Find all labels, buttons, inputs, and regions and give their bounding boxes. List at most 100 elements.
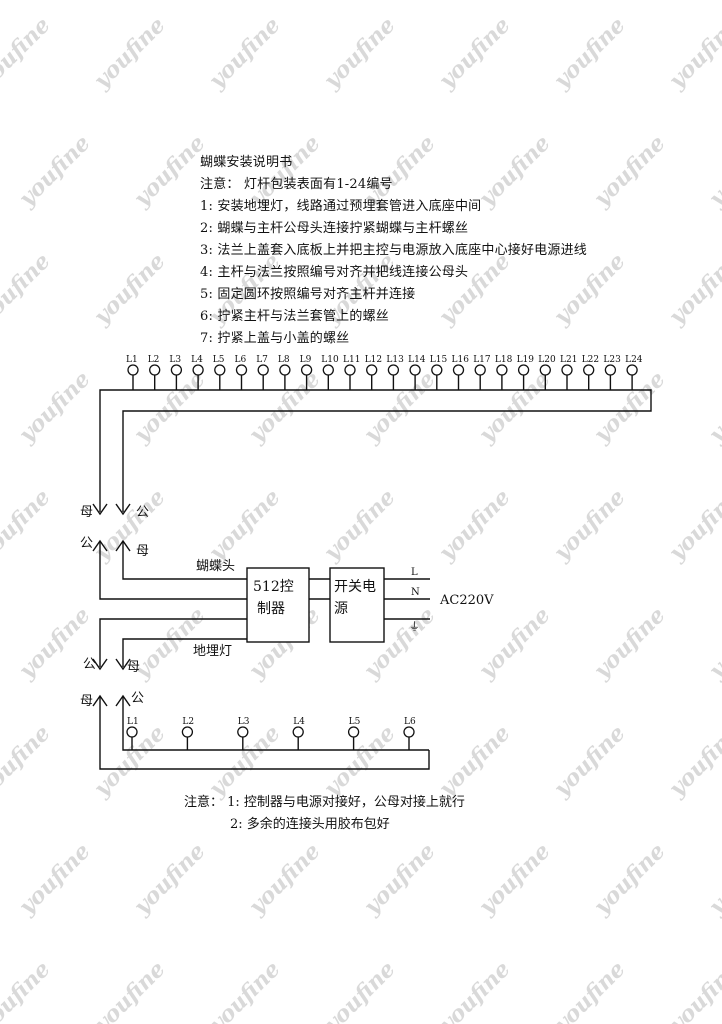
terminal-connector (237, 726, 249, 738)
terminal-connector (387, 364, 400, 376)
connector-label: 母 (80, 694, 93, 709)
terminal-label: L4 (191, 355, 203, 365)
terminal-label: L24 (625, 355, 643, 365)
connector-label: 公 (131, 691, 144, 706)
terminal-connector (214, 364, 226, 376)
instruction-step: 7: 拧紧上盖与小盖的螺丝 (200, 331, 350, 346)
terminal-connector (235, 364, 248, 376)
arrow-down-icon (115, 503, 131, 516)
terminal-label: L7 (256, 355, 268, 365)
top-bus-outer (99, 389, 652, 512)
power-supply-box (329, 567, 385, 643)
terminal-connector (409, 364, 421, 376)
terminal-label: L8 (278, 355, 290, 365)
connector-label: 母 (127, 660, 140, 675)
bottom-bus-inner (122, 696, 429, 751)
instruction-step: 5: 固定圆环按照编号对齐主杆并连接 (200, 287, 416, 302)
terminal-connector (517, 364, 530, 376)
terminal-label: L2 (182, 717, 194, 727)
terminal-connector (192, 364, 204, 376)
terminal-connector (431, 364, 443, 376)
terminal-connector (170, 364, 183, 376)
instruction-step: 3: 法兰上盖套入底板上并把主控与电源放入底座中心接好电源进线 (200, 243, 587, 258)
bottom-bus-outer (99, 696, 430, 770)
terminal-label: L11 (343, 355, 360, 365)
terminal-label: L20 (538, 355, 556, 365)
terminal-label: L14 (408, 355, 426, 365)
instruction-step: 4: 主杆与法兰按照编号对齐并把线连接公母头 (200, 265, 469, 280)
terminal-connector (292, 726, 304, 738)
psu-label: 开关电 (334, 579, 376, 595)
line-n-label: N (411, 587, 420, 598)
arrow-down-icon (92, 658, 108, 671)
butterfly-head-label: 蝴蝶头 (196, 559, 235, 574)
terminal-label: L6 (235, 355, 247, 365)
psu-label: 源 (334, 601, 348, 617)
terminal-label: L4 (293, 717, 305, 727)
terminal-label: L22 (582, 355, 599, 365)
connector-label: 公 (136, 505, 149, 520)
terminal-label: L2 (148, 355, 160, 365)
notes: 注意： 1: 控制器与电源对接好，公母对接上就行 2: 多余的连接头用胶布包好 (184, 792, 465, 836)
controller-box (246, 567, 310, 643)
terminal-connector (127, 364, 139, 376)
terminal-label: L5 (349, 717, 361, 727)
terminal-label: L15 (430, 355, 448, 365)
connector-label: 母 (136, 544, 149, 559)
terminal-connector (126, 726, 138, 738)
instruction-step: 1: 安装地埋灯，线路通过预埋套管进入底座中间 (200, 199, 482, 214)
line-l-label: L (411, 567, 418, 578)
terminal-label: L10 (321, 355, 339, 365)
terminal-connector (604, 364, 617, 376)
terminal-connector (626, 364, 638, 376)
arrow-down-icon (115, 658, 131, 671)
terminal-label: L16 (452, 355, 470, 365)
terminal-label: L12 (365, 355, 382, 365)
terminal-connector (347, 726, 360, 738)
terminal-label: L13 (386, 355, 404, 365)
wire (99, 618, 247, 667)
terminal-label: L9 (300, 355, 312, 365)
arrow-down-icon (92, 503, 108, 516)
terminal-connector (474, 364, 486, 376)
note-line: 注意： 1: 控制器与电源对接好，公母对接上就行 (184, 795, 465, 810)
ground-icon: ⏚ (409, 620, 420, 633)
instruction-step: 2: 蝴蝶与主杆公母头连接拧紧蝴蝶与主杆螺丝 (200, 221, 469, 236)
terminal-label: L19 (517, 355, 535, 365)
wire (122, 638, 247, 667)
terminal-label: L6 (404, 717, 416, 727)
ground-light-label: 地埋灯 (193, 644, 232, 659)
terminal-label: L23 (603, 355, 621, 365)
connector-label: 公 (83, 657, 96, 672)
terminal-label: L18 (495, 355, 513, 365)
connector-label: 公 (80, 536, 93, 551)
terminal-connector (452, 364, 465, 376)
terminal-label: L1 (126, 355, 138, 365)
terminal-connector (539, 364, 551, 376)
instructions-title: 蝴蝶安装说明书 (200, 155, 293, 170)
terminal-label: L5 (213, 355, 225, 365)
terminal-connector (583, 364, 595, 376)
terminal-label: L17 (473, 355, 491, 365)
terminal-connector (322, 364, 334, 376)
terminal-label: L1 (127, 717, 139, 727)
bottom-terminal-strip: L1 L2 L3 L4 L5 L6 (126, 717, 416, 750)
terminal-connector (257, 364, 269, 376)
terminal-connector (279, 364, 291, 376)
terminal-connector (496, 364, 508, 376)
connector-label: 母 (80, 505, 93, 520)
terminal-connector (344, 364, 356, 376)
terminal-connector (149, 364, 161, 376)
instruction-step: 6: 拧紧主杆与法兰套管上的螺丝 (200, 309, 389, 324)
note-line: 2: 多余的连接头用胶布包好 (230, 817, 390, 832)
wire (99, 541, 247, 600)
wire (122, 541, 247, 580)
ac-voltage-label: AC220V (439, 593, 494, 608)
terminal-connector (366, 364, 378, 376)
terminal-connector (181, 726, 194, 738)
terminal-connector (300, 364, 313, 376)
terminal-label: L3 (238, 717, 250, 727)
terminal-connector (403, 726, 415, 738)
